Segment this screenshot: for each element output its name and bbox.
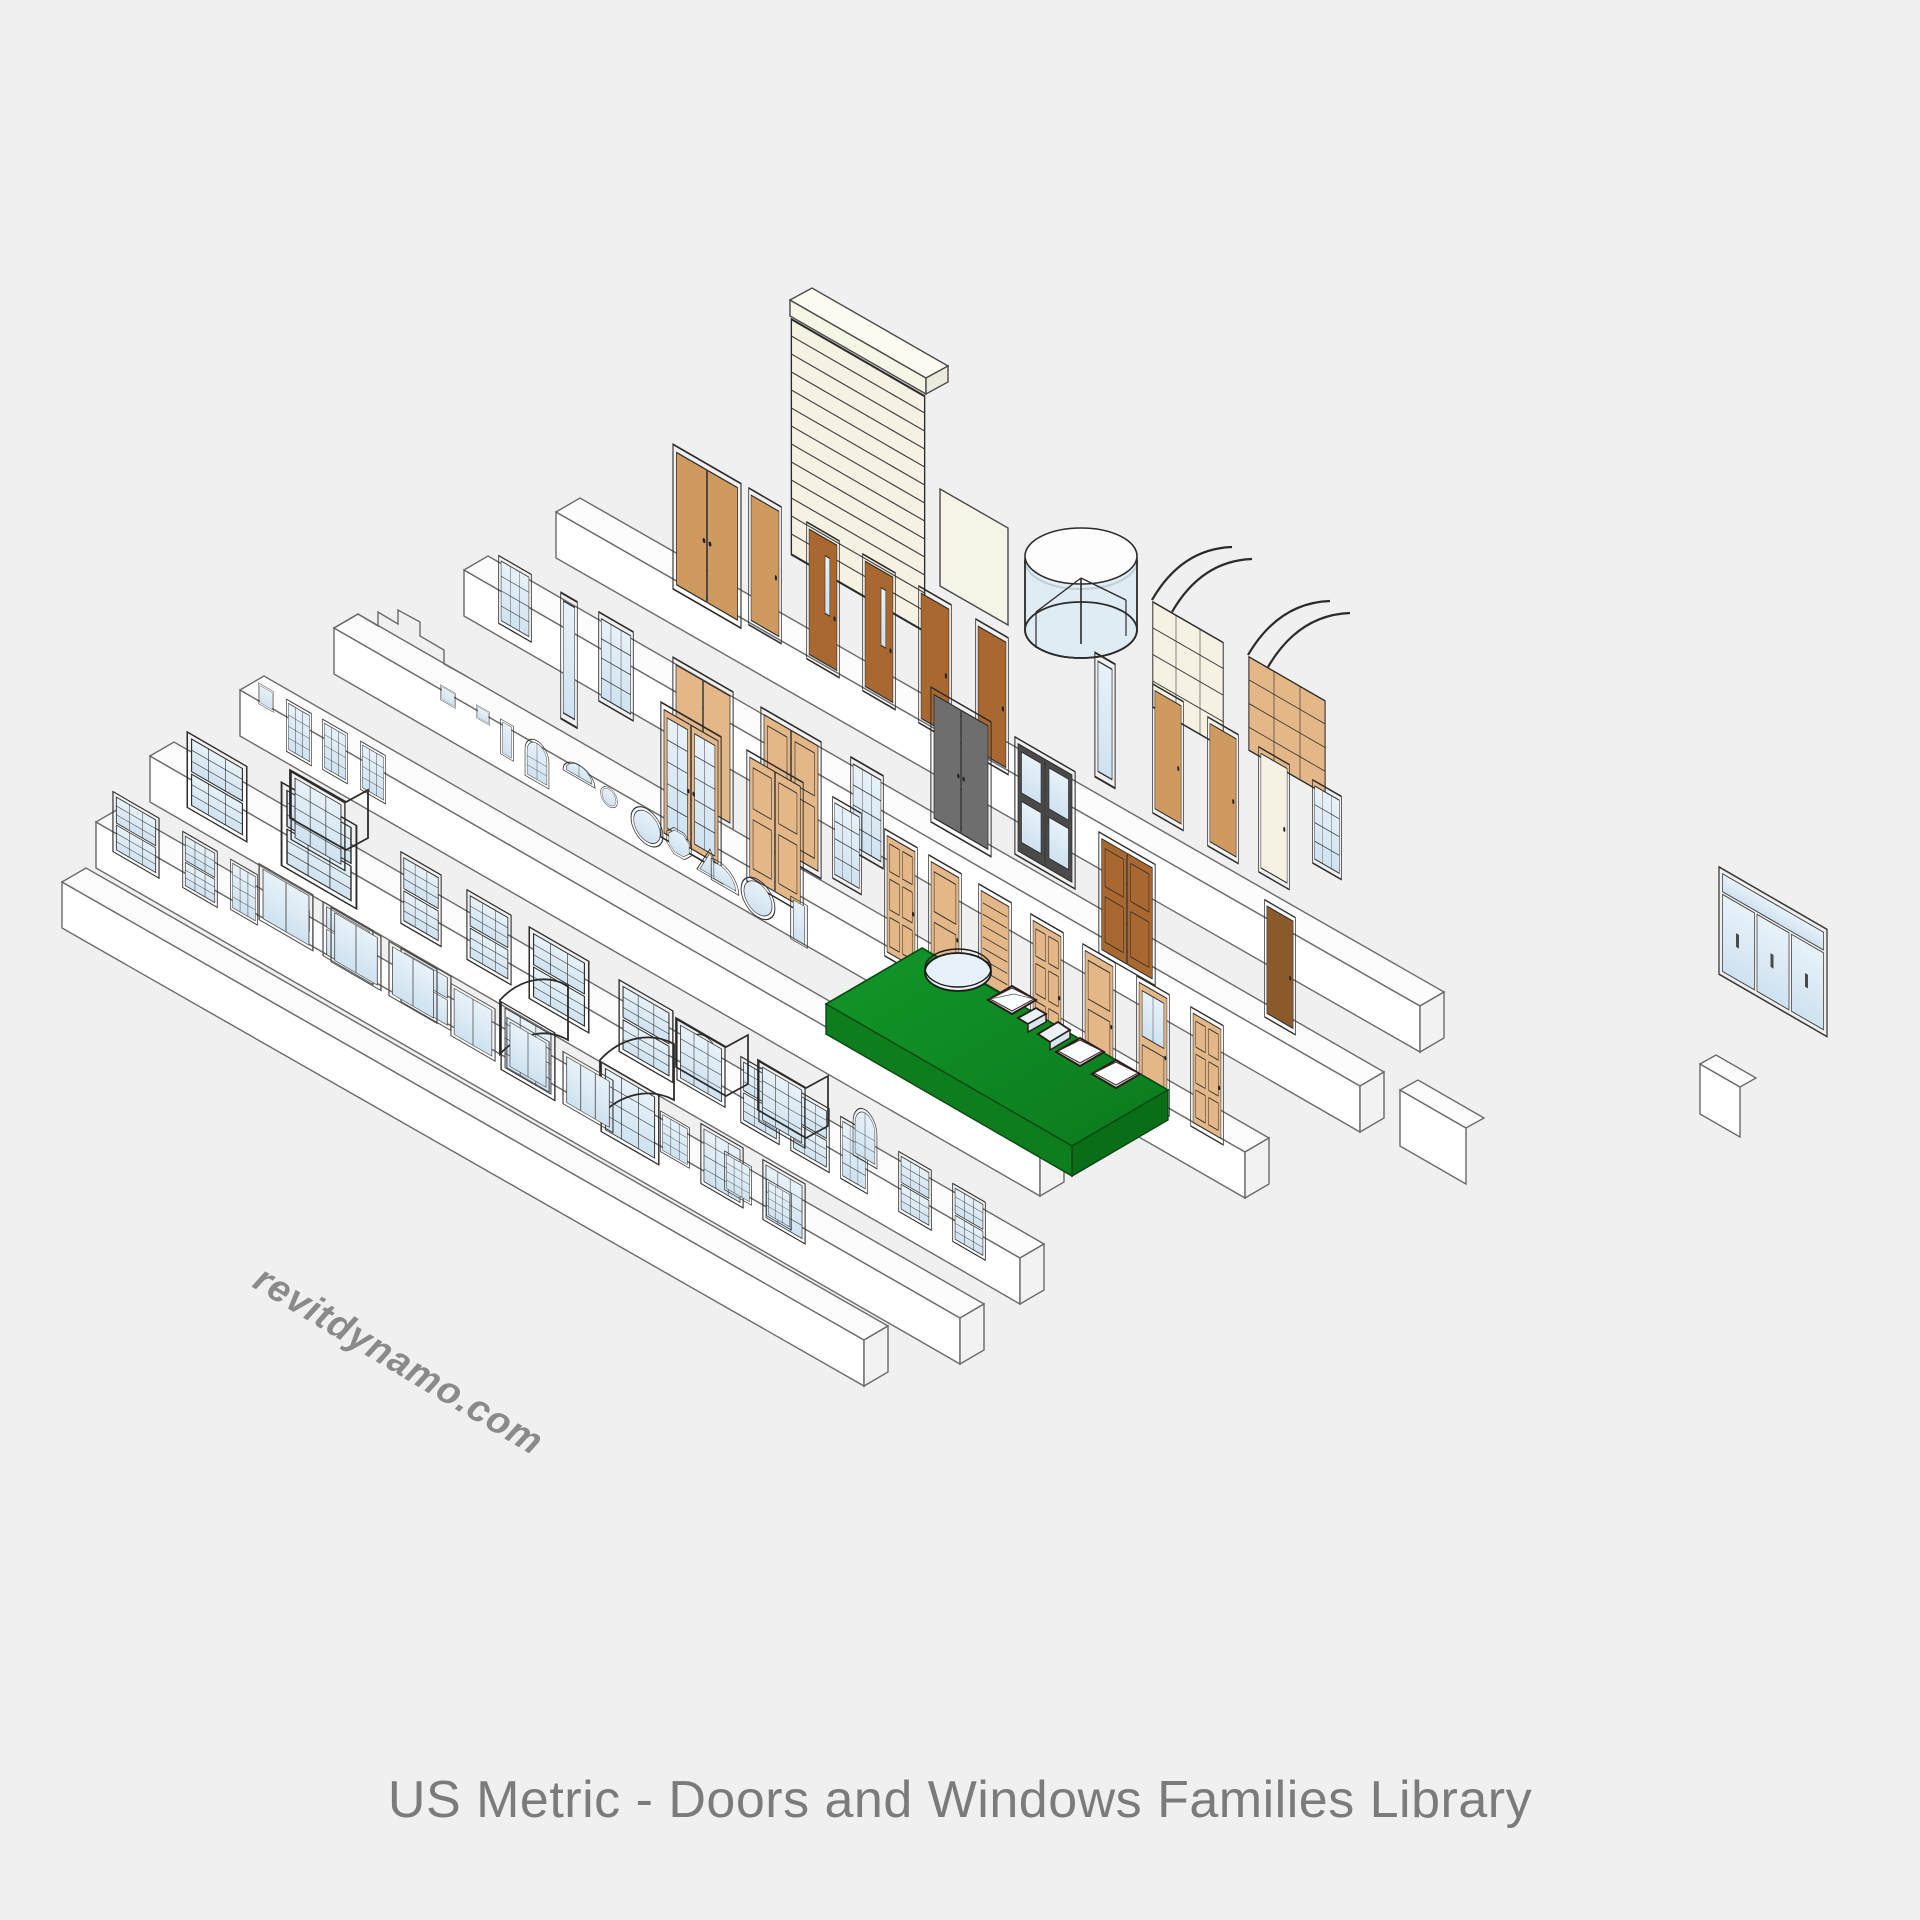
fixed-window-large[interactable]	[258, 862, 314, 952]
double-panel-door[interactable]	[746, 748, 804, 915]
octagon-window[interactable]	[666, 823, 692, 863]
ridge-skylight[interactable]	[1016, 1006, 1048, 1034]
small-grid-window-c[interactable]	[766, 1178, 792, 1231]
flat-panel-blank[interactable]	[939, 487, 1009, 627]
single-flush-door-c[interactable]	[1152, 682, 1184, 832]
storefront-door-dark-b[interactable]	[1312, 778, 1342, 881]
pyramid-skylight-3[interactable]	[1090, 1058, 1142, 1090]
double-sliding-window[interactable]	[388, 940, 438, 1025]
oval-window[interactable]	[740, 870, 776, 927]
single-panel-door-c[interactable]	[1190, 1005, 1224, 1146]
small-blank-panel[interactable]	[1698, 1054, 1758, 1139]
quarter-arch-window[interactable]	[710, 857, 740, 896]
single-flush-door-narrow[interactable]	[806, 520, 840, 679]
semicircle-window[interactable]	[562, 756, 596, 789]
double-door-steel[interactable]	[930, 685, 992, 858]
pyramid-skylight-1[interactable]	[986, 984, 1038, 1016]
grid-window-small[interactable]	[286, 698, 312, 767]
double-door-brown[interactable]	[1098, 830, 1156, 987]
bow-window-large[interactable]	[599, 1036, 675, 1166]
double-hung-window[interactable]	[186, 730, 248, 844]
grid-window-pair[interactable]	[618, 978, 674, 1084]
small-grid-window-b[interactable]	[724, 1150, 752, 1206]
wall-rows	[60, 287, 1828, 1388]
six-panel-door[interactable]	[884, 827, 918, 976]
arch-top-window[interactable]	[524, 734, 550, 790]
grid-window-small-b[interactable]	[322, 718, 348, 785]
casement-window-grid[interactable]	[498, 554, 532, 644]
tiny-window[interactable]	[440, 684, 456, 709]
storefront-door-dark[interactable]	[1258, 745, 1290, 891]
storefront-sliding-door[interactable]	[1718, 865, 1828, 1038]
sliding-window-c[interactable]	[562, 1050, 614, 1134]
row-sliding-and-fixed-windows	[60, 862, 890, 1388]
round-window[interactable]	[630, 800, 664, 854]
bay-window-box[interactable]	[675, 1016, 749, 1109]
bay-window-box-b[interactable]	[757, 1058, 829, 1150]
page-title: US Metric - Doors and Windows Families L…	[387, 1771, 1533, 1829]
single-flush-door[interactable]	[748, 486, 782, 645]
sliding-double-door[interactable]	[672, 443, 742, 630]
casement-window[interactable]	[832, 795, 862, 896]
blank-wall-panel[interactable]	[1398, 1079, 1486, 1186]
triple-sliding-window[interactable]	[450, 982, 496, 1063]
double-hung-window-right-c[interactable]	[898, 1150, 932, 1232]
double-hung-window-b[interactable]	[182, 830, 218, 909]
double-entry-door[interactable]	[560, 591, 578, 730]
small-round-window[interactable]	[600, 783, 618, 812]
ridge-skylight-b[interactable]	[1036, 1020, 1072, 1052]
bay-window[interactable]	[289, 768, 369, 872]
double-hung-window-tall[interactable]	[400, 850, 442, 948]
small-square-window[interactable]	[258, 682, 274, 713]
single-flush-door-b[interactable]	[1094, 651, 1116, 790]
slim-window-right[interactable]	[790, 895, 808, 949]
slim-rectangular-window[interactable]	[500, 718, 514, 762]
roof-slab-with-skylights[interactable]	[824, 947, 1170, 1178]
sliding-window-b[interactable]	[506, 1016, 550, 1093]
grid-window-small-c[interactable]	[360, 740, 386, 805]
tiny-window-b[interactable]	[476, 704, 490, 726]
panel-door-white[interactable]	[1207, 715, 1239, 865]
double-panel-door[interactable]	[598, 610, 634, 723]
pyramid-skylight-2[interactable]	[1054, 1036, 1106, 1068]
triple-hung-window[interactable]	[528, 925, 590, 1035]
glazed-double-door[interactable]	[1014, 735, 1076, 891]
small-grid-window[interactable]	[660, 1110, 690, 1169]
double-hung-window-wide[interactable]	[466, 888, 512, 986]
double-hung-window-right-d[interactable]	[952, 1182, 986, 1262]
revolving-door[interactable]	[1024, 527, 1138, 659]
double-hung-window-a[interactable]	[112, 790, 160, 880]
sliding-window-a[interactable]	[330, 906, 382, 992]
round-skylight[interactable]	[924, 948, 992, 992]
narrow-arch-window[interactable]	[852, 1103, 878, 1170]
single-flush-door[interactable]	[850, 755, 884, 870]
casement-window-c[interactable]	[230, 858, 258, 926]
single-door-deep[interactable]	[1264, 898, 1296, 1036]
door-with-vision-panel[interactable]	[862, 552, 896, 711]
